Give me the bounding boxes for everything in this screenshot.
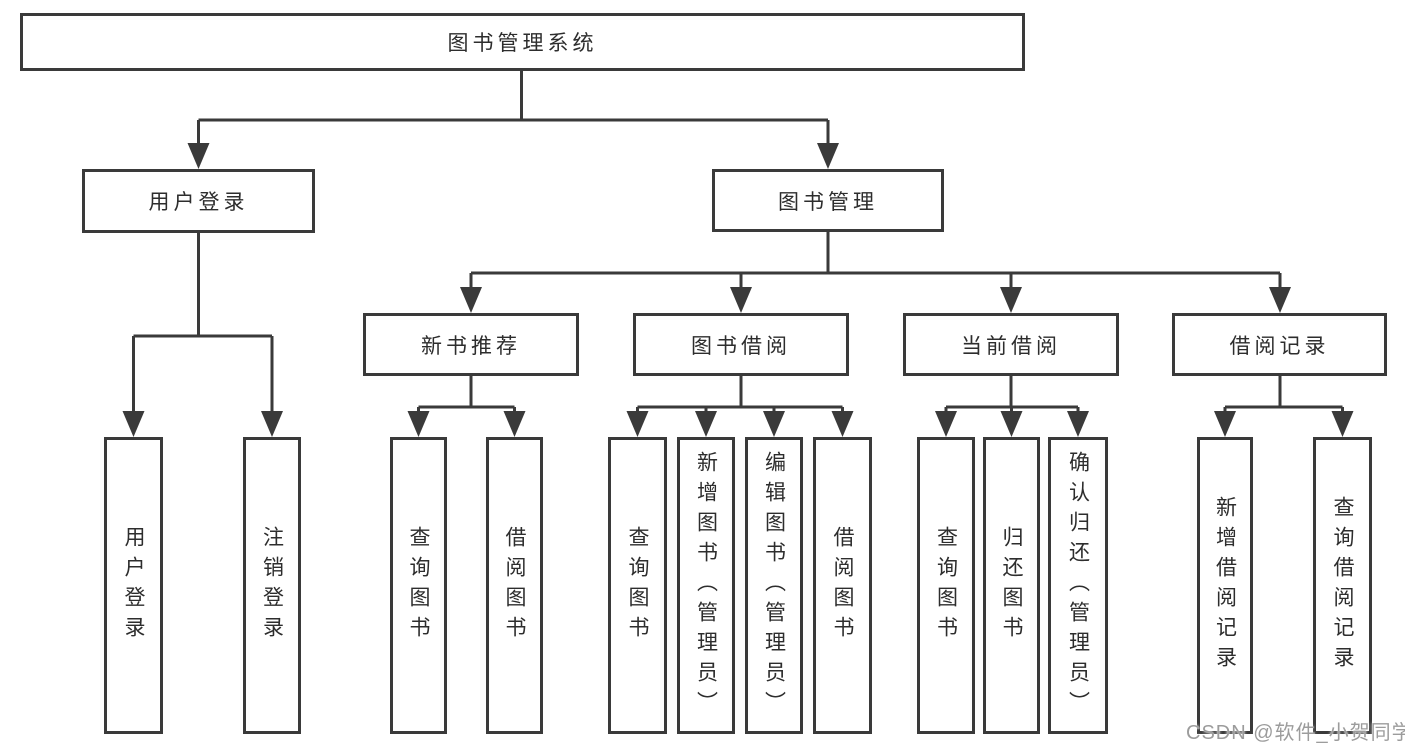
leaf-nbr-query-books-label: 查询图书 <box>407 525 430 646</box>
arrowhead-leaf-bb-borrow <box>831 411 854 437</box>
node-new-book-rec-label: 新书推荐 <box>421 334 521 358</box>
node-root: 图书管理系统 <box>20 13 1025 71</box>
arrowhead-book-borrow <box>730 287 752 313</box>
arrowhead-leaf-user-login <box>122 411 145 437</box>
node-book-borrow: 图书借阅 <box>633 313 849 376</box>
connector-current-borrow-children <box>944 376 1080 416</box>
leaf-logout-label: 注销登录 <box>260 525 284 646</box>
leaf-bb-edit-books-admin: 编辑图书（管理员） <box>745 437 803 734</box>
arrowhead-leaf-bb-edit <box>763 411 785 437</box>
leaf-cb-return-books-label: 归还图书 <box>1000 525 1023 646</box>
arrowhead-leaf-nbr-query <box>407 411 430 437</box>
csdn-watermark: CSDN @软件_小贺同学 <box>1186 722 1405 744</box>
node-current-borrow-label: 当前借阅 <box>961 334 1061 358</box>
arrowhead-current-borrow <box>1000 287 1022 313</box>
leaf-br-add-record-label: 新增借阅记录 <box>1213 495 1237 676</box>
leaf-user-login: 用户登录 <box>104 437 163 734</box>
leaf-nbr-borrow-books-label: 借阅图书 <box>503 525 526 646</box>
node-user-login: 用户登录 <box>82 169 315 233</box>
arrowhead-user-login <box>187 143 210 169</box>
arrowhead-leaf-cb-return <box>1000 411 1023 437</box>
leaf-cb-confirm-return-admin: 确认归还（管理员） <box>1048 437 1108 734</box>
leaf-cb-return-books: 归还图书 <box>983 437 1040 734</box>
leaf-br-query-record-label: 查询借阅记录 <box>1331 495 1354 676</box>
arrowhead-leaf-br-add <box>1214 411 1236 437</box>
leaf-cb-query-books: 查询图书 <box>917 437 975 734</box>
leaf-bb-add-books-admin-label: 新增图书（管理员） <box>694 450 718 721</box>
arrowhead-leaf-bb-query <box>626 411 649 437</box>
leaf-nbr-query-books: 查询图书 <box>390 437 447 734</box>
arrowhead-leaf-logout <box>261 411 283 437</box>
node-user-login-label: 用户登录 <box>148 191 249 214</box>
connector-book-mgmt-children <box>469 232 1282 292</box>
leaf-logout: 注销登录 <box>243 437 301 734</box>
node-book-mgmt-label: 图书管理 <box>778 190 878 214</box>
leaf-bb-query-books-label: 查询图书 <box>626 525 649 646</box>
leaf-user-login-label: 用户登录 <box>122 525 145 646</box>
arrowhead-book-mgmt <box>817 143 839 169</box>
connector-borrow-records-children <box>1223 376 1344 416</box>
arrowhead-leaf-bb-add <box>695 411 717 437</box>
node-borrow-records: 借阅记录 <box>1172 313 1387 376</box>
leaf-bb-borrow-books: 借阅图书 <box>813 437 872 734</box>
node-borrow-records-label: 借阅记录 <box>1229 334 1330 358</box>
arrowhead-leaf-cb-query <box>935 411 957 437</box>
leaf-cb-query-books-label: 查询图书 <box>934 525 958 646</box>
leaf-bb-add-books-admin: 新增图书（管理员） <box>677 437 735 734</box>
leaf-cb-confirm-return-admin-label: 确认归还（管理员） <box>1066 450 1090 721</box>
arrowhead-leaf-cb-confirm <box>1067 411 1089 437</box>
leaf-bb-borrow-books-label: 借阅图书 <box>831 525 854 646</box>
node-current-borrow: 当前借阅 <box>903 313 1119 376</box>
arrowhead-leaf-br-query <box>1331 411 1354 437</box>
leaf-br-query-record: 查询借阅记录 <box>1313 437 1372 734</box>
leaf-nbr-borrow-books: 借阅图书 <box>486 437 543 734</box>
connector-new-book-rec-children <box>417 376 516 416</box>
node-new-book-rec: 新书推荐 <box>363 313 579 376</box>
connector-book-borrow-children <box>636 376 844 416</box>
arrowhead-new-book-rec <box>460 287 482 313</box>
connector-root-to-level2 <box>197 71 830 148</box>
connector-user-login-children <box>132 233 274 416</box>
node-root-label: 图书管理系统 <box>447 32 598 55</box>
arrowhead-leaf-nbr-borrow <box>503 411 526 437</box>
node-book-borrow-label: 图书借阅 <box>691 334 791 358</box>
leaf-br-add-record: 新增借阅记录 <box>1197 437 1253 734</box>
leaf-bb-query-books: 查询图书 <box>608 437 667 734</box>
node-book-mgmt: 图书管理 <box>712 169 944 232</box>
arrowhead-borrow-records <box>1269 287 1291 313</box>
leaf-bb-edit-books-admin-label: 编辑图书（管理员） <box>762 450 786 721</box>
